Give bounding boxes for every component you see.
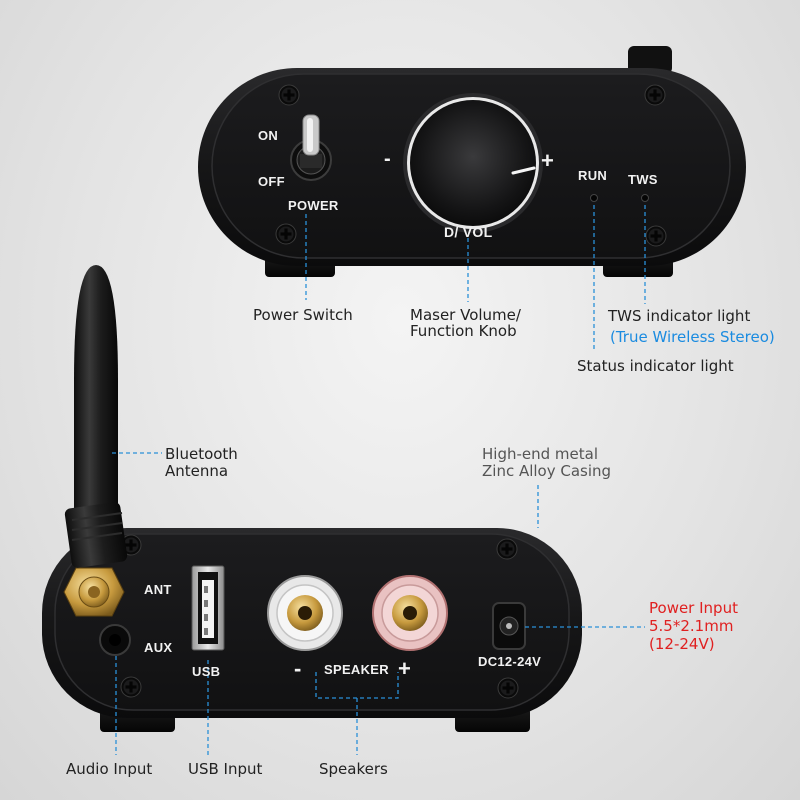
antenna-connector[interactable] (63, 567, 125, 617)
callout-tws-light: TWS indicator light (608, 307, 751, 325)
speaker-plus-label: + (398, 656, 412, 681)
speaker-minus-label: - (294, 656, 302, 681)
callout-lines (112, 205, 646, 755)
bluetooth-antenna (64, 265, 128, 568)
callout-casing-line1: High-end metal (482, 445, 598, 463)
rear-knob (628, 46, 672, 74)
speaker-terminal-positive[interactable] (372, 575, 448, 651)
power-toggle-switch[interactable] (290, 114, 332, 181)
aux-jack[interactable] (99, 624, 131, 656)
callout-audio-input: Audio Input (66, 760, 153, 778)
callout-power-switch: Power Switch (253, 306, 353, 324)
usb-port[interactable] (191, 565, 225, 651)
aux-label: AUX (144, 640, 173, 655)
callout-speakers: Speakers (319, 760, 388, 778)
callout-antenna-line1: Bluetooth (165, 445, 238, 463)
screw-icon (497, 677, 519, 699)
tws-label: TWS (628, 172, 658, 187)
callout-tws-sub: (True Wireless Stereo) (610, 328, 775, 346)
screw-icon (496, 538, 518, 560)
run-led (590, 194, 598, 202)
screw-icon (645, 225, 667, 247)
callout-volume-knob-line2: Function Knob (410, 322, 517, 340)
callout-usb-input: USB Input (188, 760, 263, 778)
dc-power-jack[interactable] (492, 602, 526, 650)
tws-led (641, 194, 649, 202)
volume-minus-label: - (384, 148, 391, 170)
on-label: ON (258, 128, 279, 143)
screw-icon (120, 676, 142, 698)
callout-casing-line2: Zinc Alloy Casing (482, 462, 612, 480)
usb-label: USB (192, 664, 221, 679)
volume-plus-label: + (541, 148, 555, 173)
off-label: OFF (258, 174, 285, 189)
speaker-terminal-negative[interactable] (267, 575, 343, 651)
dc-label: DC12-24V (478, 654, 542, 669)
screw-icon (275, 223, 297, 245)
callout-status-light: Status indicator light (577, 357, 734, 375)
callout-volume-knob-line1: Maser Volume/ (410, 306, 521, 324)
callout-power-input-line1: Power Input (649, 599, 738, 617)
volume-knob[interactable] (403, 93, 543, 233)
speaker-label: SPEAKER (324, 662, 389, 677)
bottom-device (42, 265, 582, 732)
callout-power-input-line2: 5.5*2.1mm (649, 617, 734, 635)
screw-icon (278, 84, 300, 106)
vol-label: D/ VOL (444, 224, 493, 240)
ant-label: ANT (144, 582, 172, 597)
callout-antenna-line2: Antenna (165, 462, 229, 480)
run-label: RUN (578, 168, 608, 183)
top-device (198, 46, 746, 277)
screw-icon (644, 84, 666, 106)
callout-power-input-line3: (12-24V) (649, 635, 715, 653)
power-label: POWER (288, 198, 339, 213)
